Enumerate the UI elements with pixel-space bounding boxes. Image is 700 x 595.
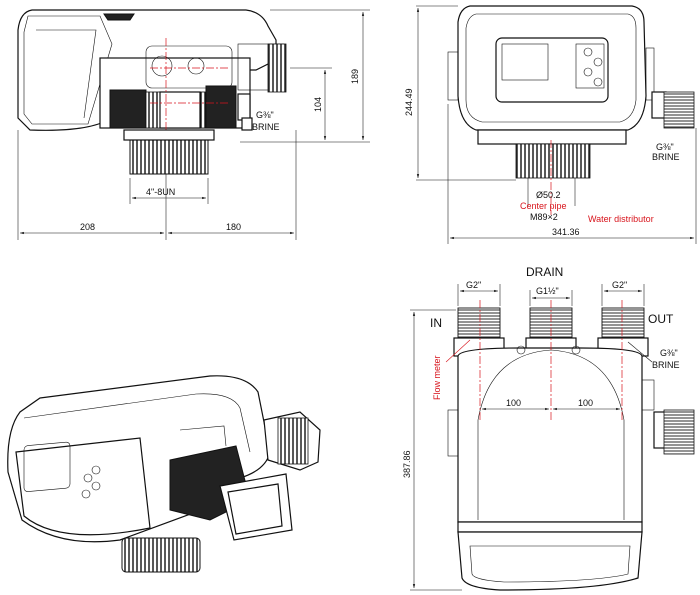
side-brine-label: BRINE [252,122,280,132]
dim-244-49: 244.49 [404,88,414,116]
inlet-thread-label: G2" [466,280,481,290]
isometric-view [7,375,321,573]
in-label: IN [430,316,442,330]
thread-base-label: 4"-8UN [146,187,175,197]
drain-thread-label: G1½" [536,286,559,296]
side-view: 208 180 4"-8UN 189 104 G⅜" BRINE [17,9,370,240]
diameter-label: Ø50.2 [536,190,561,200]
spacing-right: 100 [578,398,593,408]
dim-180: 180 [226,222,241,232]
front-brine-label: BRINE [652,152,680,162]
water-distributor-label: Water distributor [588,214,654,224]
dim-387-86: 387.86 [402,450,412,478]
front-brine-thread: G⅜" [656,142,674,152]
top-brine-label: BRINE [652,360,680,370]
out-label: OUT [648,312,674,326]
dim-208: 208 [80,222,95,232]
spacing-left: 100 [506,398,521,408]
top-view: DRAIN IN OUT G2" G1½" G2" G⅜" BRINE Flow… [402,265,695,591]
center-pipe-label: Center pipe [520,201,567,211]
front-view: 244.49 341.36 Ø50.2 Center pipe M89×2 Wa… [404,5,697,244]
flow-meter-label: Flow meter [432,355,442,400]
top-brine-thread: G⅜" [660,348,678,358]
outlet-thread-label: G2" [612,280,627,290]
dim-189: 189 [350,69,360,84]
thread-m89-label: M89×2 [530,212,558,222]
side-brine-thread: G⅜" [256,110,274,120]
dim-104: 104 [313,97,323,112]
drain-label: DRAIN [526,265,563,279]
dim-341-36: 341.36 [552,227,580,237]
